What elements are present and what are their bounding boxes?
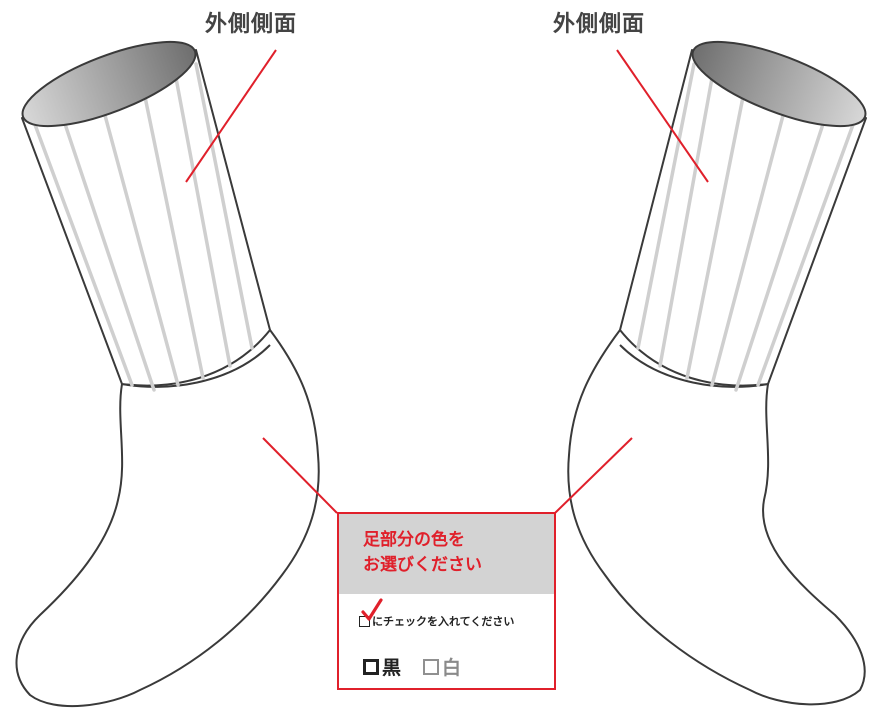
leader-right-foot <box>554 437 633 514</box>
leader-left-foot <box>262 437 338 514</box>
checkbox-black[interactable] <box>363 658 379 675</box>
checkbox-white[interactable] <box>423 658 440 675</box>
right-sock-ribs <box>636 62 856 392</box>
panel-title-line2: お選びください <box>363 555 482 575</box>
option-white-label: 白 <box>442 657 462 679</box>
color-options: 黒 白 <box>363 653 483 680</box>
right-sock <box>567 40 867 706</box>
option-black[interactable]: 黒 <box>363 653 401 680</box>
foot-color-panel: 足部分の色を お選びください にチェックを入れてください 黒 白 <box>337 512 556 690</box>
right-sock-foot <box>567 329 866 706</box>
panel-title-line1: 足部分の色を <box>363 530 465 550</box>
left-sock-foot <box>15 329 320 707</box>
leader-left-side <box>185 49 277 183</box>
left-sock <box>15 40 320 707</box>
label-left-outer-side: 外側側面 <box>205 12 298 37</box>
checkmark-icon <box>361 598 383 621</box>
instruction-label: にチェックを入れてください <box>372 615 515 628</box>
option-white[interactable]: 白 <box>423 653 461 680</box>
leader-lines <box>185 49 709 514</box>
left-sock-ribs <box>32 62 254 392</box>
label-right-outer-side: 外側側面 <box>553 12 646 37</box>
leader-right-side <box>616 49 709 183</box>
left-sock-opening <box>21 40 197 128</box>
right-sock-opening <box>691 40 867 128</box>
panel-header: 足部分の色を お選びください <box>339 514 554 594</box>
option-black-label: 黒 <box>382 657 402 679</box>
